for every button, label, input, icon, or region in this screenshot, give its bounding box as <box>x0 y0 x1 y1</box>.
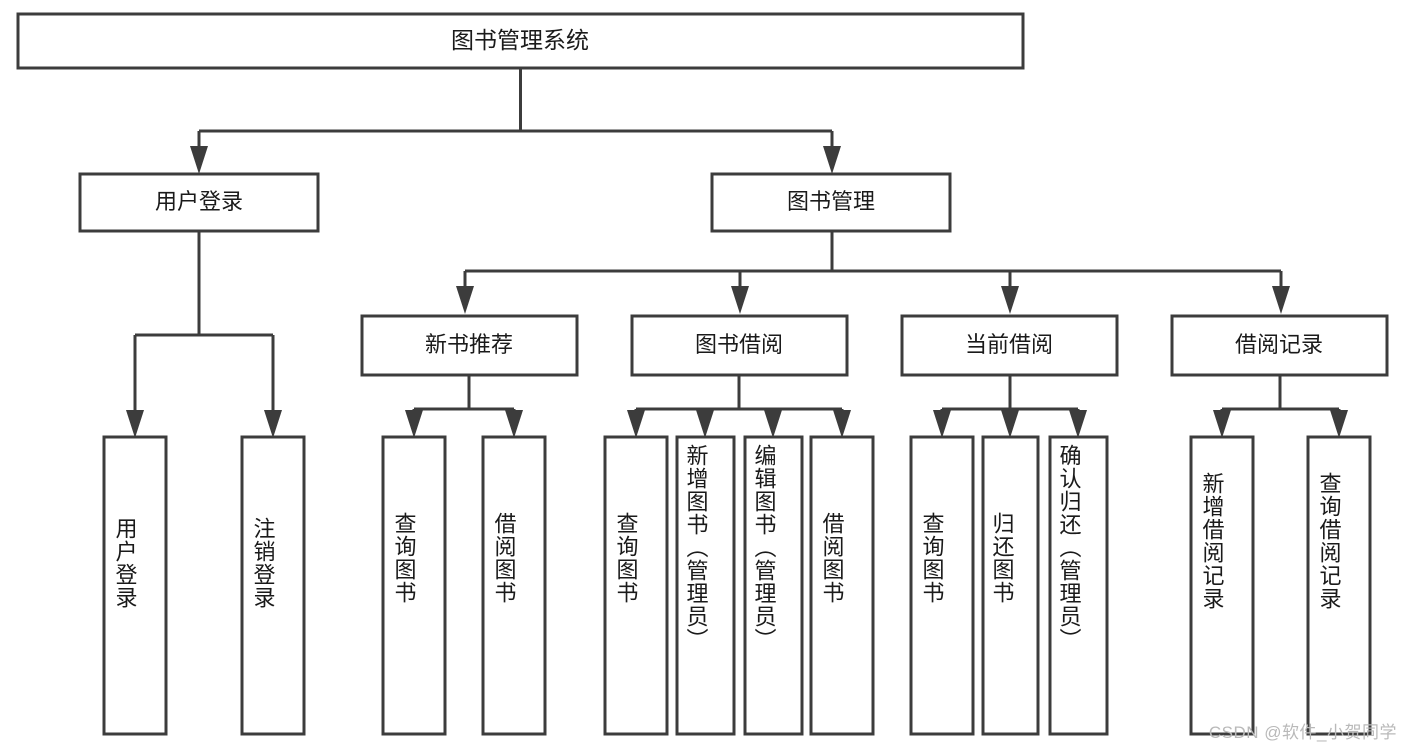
node-leaf9-box[interactable] <box>909 435 975 736</box>
arrow-to-leaf3 <box>405 410 423 438</box>
arrow-to-bookmgmt <box>823 146 841 174</box>
node-leaf5-box[interactable] <box>603 435 669 736</box>
node-root-box[interactable] <box>16 12 1025 70</box>
arrow-to-leaf10 <box>1001 410 1019 438</box>
arrow-to-login <box>190 146 208 174</box>
node-current-box[interactable] <box>900 314 1119 377</box>
node-newbook-label: 新书推荐 <box>425 332 513 357</box>
connector-root-bus <box>197 68 834 148</box>
node-bookmgmt-box[interactable] <box>710 172 952 233</box>
arrow-to-leaf12 <box>1213 410 1231 438</box>
connector-borrow-bus <box>634 375 844 412</box>
node-root-label: 图书管理系统 <box>451 27 589 53</box>
leaf-boxes-layer <box>102 435 1372 736</box>
arrow-to-leaf11 <box>1069 410 1087 438</box>
csdn-watermark: CSDN @软件_小贺同学 <box>1208 723 1397 742</box>
node-leaf6-box[interactable] <box>675 435 736 736</box>
node-leaf10-box[interactable] <box>981 435 1040 736</box>
node-leaf4-box[interactable] <box>481 435 547 736</box>
node-records[interactable]: 借阅记录 <box>1170 314 1389 377</box>
node-borrow-label: 图书借阅 <box>695 332 783 357</box>
node-leaf1-box[interactable] <box>102 435 168 736</box>
arrow-to-leaf1 <box>126 410 144 438</box>
arrow-to-leaf8 <box>833 410 851 438</box>
arrow-to-leaf6 <box>696 410 714 438</box>
node-current[interactable]: 当前借阅 <box>900 314 1119 377</box>
node-leaf7-box[interactable] <box>743 435 804 736</box>
arrow-to-current <box>1001 286 1019 314</box>
node-bookmgmt-label: 图书管理 <box>787 189 875 214</box>
node-leaf3-box[interactable] <box>381 435 447 736</box>
arrow-to-leaf13 <box>1330 410 1348 438</box>
node-bookmgmt[interactable]: 图书管理 <box>710 172 952 233</box>
node-leaf8-box[interactable] <box>809 435 875 736</box>
connector-bookmgmt-bus <box>463 231 1283 288</box>
connector-current-bus <box>940 375 1080 412</box>
arrow-to-newbook <box>456 286 474 314</box>
node-root[interactable]: 图书管理系统 <box>16 12 1025 70</box>
node-borrow-box[interactable] <box>630 314 849 377</box>
node-login-box[interactable] <box>78 172 320 233</box>
connectors-layer <box>126 68 1348 438</box>
arrow-to-leaf9 <box>933 410 951 438</box>
node-newbook[interactable]: 新书推荐 <box>360 314 579 377</box>
arrow-to-leaf2 <box>264 410 282 438</box>
arrow-to-records <box>1272 286 1290 314</box>
connector-login-bus <box>133 231 275 412</box>
node-leaf12-box[interactable] <box>1189 435 1255 736</box>
connector-newbook-bus <box>412 375 516 412</box>
node-login[interactable]: 用户登录 <box>78 172 320 233</box>
node-records-label: 借阅记录 <box>1235 332 1323 357</box>
arrow-to-borrow <box>731 286 749 314</box>
node-leaf11-box[interactable] <box>1048 435 1109 736</box>
node-leaf2-box[interactable] <box>240 435 306 736</box>
arrow-to-leaf5 <box>627 410 645 438</box>
node-borrow[interactable]: 图书借阅 <box>630 314 849 377</box>
node-current-label: 当前借阅 <box>965 332 1053 357</box>
node-newbook-box[interactable] <box>360 314 579 377</box>
node-records-box[interactable] <box>1170 314 1389 377</box>
node-leaf13-box[interactable] <box>1306 435 1372 736</box>
connector-records-bus <box>1220 375 1341 412</box>
node-login-label: 用户登录 <box>155 189 243 214</box>
arrow-to-leaf4 <box>505 410 523 438</box>
arrow-to-leaf7 <box>764 410 782 438</box>
